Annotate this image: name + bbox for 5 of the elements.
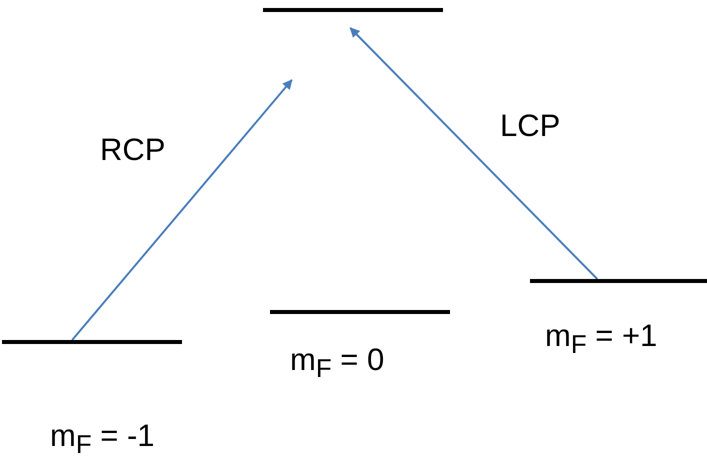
level-label: m$_{F}$ = 0 — [290, 342, 384, 384]
arrow — [71, 79, 293, 341]
level-label: m$_{F}$ = -1 — [50, 418, 155, 460]
arrow — [350, 27, 598, 280]
level-label: m$_{F}$ = +1 — [545, 318, 658, 360]
